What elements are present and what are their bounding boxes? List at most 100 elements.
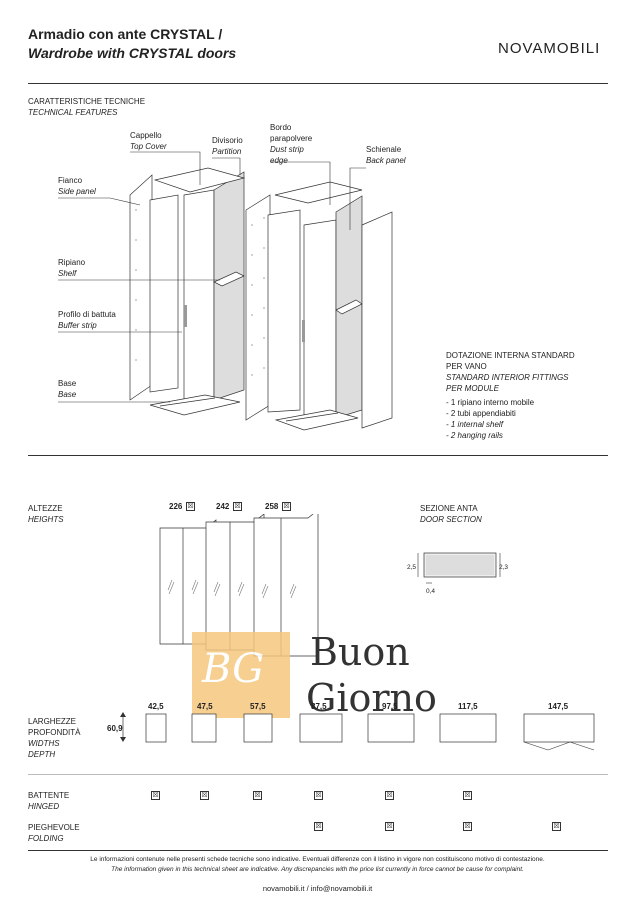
handle-left — [184, 305, 187, 327]
hinged-87-5-checkbox[interactable]: ☒ — [314, 791, 323, 800]
partition — [245, 194, 271, 421]
label-side-panel: Fianco Side panel — [58, 175, 96, 197]
footer-contacts[interactable]: novamobili.it / info@novamobili.it — [262, 884, 373, 893]
watermark-monogram: BG — [202, 646, 265, 692]
brand-logo: NOVAMOBILI — [498, 40, 601, 57]
width-87-5: 87,5 — [311, 702, 327, 711]
label-buffer-strip: Profilo di battuta Buffer strip — [58, 309, 116, 331]
door-dim-bottom: 0,4 — [426, 588, 436, 595]
door-section-heading-it: SEZIONE ANTA — [420, 504, 478, 513]
fittings-item: - 1 internal shelf — [446, 420, 503, 429]
footer-note-it: Le informazioni contenute nelle presenti… — [90, 856, 545, 863]
hinged-42-5-checkbox[interactable]: ☒ — [151, 791, 160, 800]
top-cover-left — [153, 167, 246, 193]
heights-illustration — [159, 514, 319, 657]
label-base: Base Base — [58, 378, 76, 400]
features-heading: CARATTERISTICHE TECNICHE TECHNICAL FEATU… — [28, 96, 145, 118]
widths-divider — [28, 774, 608, 775]
label-shelf-it: Ripiano — [58, 258, 86, 267]
fittings-heading-it-2: PER VANO — [446, 362, 487, 371]
height-242-checkbox[interactable]: ☒ — [233, 502, 242, 511]
label-side-panel-en: Side panel — [58, 187, 96, 196]
hinged-label: BATTENTE HINGED — [28, 790, 69, 812]
hinged-57-5-checkbox[interactable]: ☒ — [253, 791, 262, 800]
side-panel-left — [129, 174, 153, 401]
features-heading-it: CARATTERISTICHE TECNICHE — [28, 97, 146, 106]
folding-97-5-checkbox[interactable]: ☒ — [385, 822, 394, 831]
widths-heading: LARGHEZZE PROFONDITÀ WIDTHS DEPTH — [28, 716, 80, 760]
hinged-label-en: HINGED — [28, 802, 60, 811]
height-226-checkbox[interactable]: ☒ — [186, 502, 195, 511]
label-partition: Divisorio Partition — [212, 135, 243, 157]
fittings-item: - 2 hanging rails — [446, 431, 503, 440]
label-buffer-strip-en: Buffer strip — [58, 321, 97, 330]
label-shelf-en: Shelf — [58, 269, 77, 278]
door-dim-left: 2,5 — [407, 564, 417, 571]
heights-heading-it: ALTEZZE — [28, 504, 63, 513]
door-dim-right: 2,3 — [499, 564, 509, 571]
widths-label-en-1: WIDTHS — [28, 739, 60, 748]
fittings-list: - 1 ripiano interno mobile - 2 tubi appe… — [446, 397, 534, 441]
hinged-47-5-checkbox[interactable]: ☒ — [200, 791, 209, 800]
folding-117-5-checkbox[interactable]: ☒ — [463, 822, 472, 831]
fittings-heading-en-1: STANDARD INTERIOR FITTINGS — [446, 373, 569, 382]
left-door-1 — [149, 194, 179, 393]
label-top-cover-en: Top Cover — [130, 142, 167, 151]
features-heading-en: TECHNICAL FEATURES — [28, 108, 118, 117]
label-top-cover-it: Cappello — [130, 131, 162, 140]
label-top-cover: Cappello Top Cover — [130, 130, 167, 152]
base-left — [149, 394, 241, 416]
depth-value: 60,9 — [107, 724, 123, 733]
door-section-heading: SEZIONE ANTA DOOR SECTION — [420, 503, 482, 525]
label-shelf: Ripiano Shelf — [58, 257, 85, 279]
fittings-item: - 2 tubi appendiabiti — [446, 409, 516, 418]
depth-arrow — [120, 712, 126, 742]
footer-divider — [28, 850, 608, 851]
fittings-heading-it-1: DOTAZIONE INTERNA STANDARD — [446, 351, 575, 360]
label-dust-strip-it-2: parapolvere — [270, 134, 313, 143]
label-buffer-strip-it: Profilo di battuta — [58, 310, 116, 319]
hinged-97-5-checkbox[interactable]: ☒ — [385, 791, 394, 800]
folding-label-en: FOLDING — [28, 834, 64, 843]
right-door-1 — [267, 209, 301, 413]
width-plan-drawings — [145, 713, 595, 751]
width-47-5: 47,5 — [197, 702, 213, 711]
watermark-logo: BG — [192, 632, 290, 718]
hinged-117-5-checkbox[interactable]: ☒ — [463, 791, 472, 800]
label-dust-strip-en-2: edge — [270, 156, 288, 165]
label-base-en: Base — [58, 390, 77, 399]
shelf — [213, 271, 245, 287]
width-42-5: 42,5 — [148, 702, 164, 711]
exploded-wardrobe-diagram — [58, 151, 393, 431]
folding-147-5-checkbox[interactable]: ☒ — [552, 822, 561, 831]
label-side-panel-it: Fianco — [58, 176, 83, 185]
right-door-2 — [303, 219, 337, 421]
height-258: 258 — [265, 502, 279, 511]
fittings-item: - 1 ripiano interno mobile — [446, 398, 535, 407]
back-panel-left — [213, 171, 245, 401]
footer-note-en: The information given in this technical … — [111, 866, 524, 873]
hinged-label-it: BATTENTE — [28, 791, 70, 800]
fittings-block: DOTAZIONE INTERNA STANDARD PER VANO STAN… — [446, 350, 575, 394]
left-door-2 — [183, 189, 215, 413]
height-258-checkbox[interactable]: ☒ — [282, 502, 291, 511]
width-147-5: 147,5 — [548, 702, 569, 711]
label-back-panel-en: Back panel — [366, 156, 406, 165]
fittings-heading-en-2: PER MODULE — [446, 384, 499, 393]
label-dust-strip: Bordo parapolvere Dust strip edge — [270, 122, 312, 166]
base-right — [274, 409, 359, 431]
widths-label-it-1: LARGHEZZE — [28, 717, 77, 726]
heights-heading: ALTEZZE HEIGHTS — [28, 503, 64, 525]
width-97-5: 97,5 — [382, 702, 398, 711]
height-242: 242 — [216, 502, 230, 511]
label-dust-strip-it-1: Bordo — [270, 123, 292, 132]
panel-holes — [135, 209, 265, 376]
folding-87-5-checkbox[interactable]: ☒ — [314, 822, 323, 831]
width-57-5: 57,5 — [250, 702, 266, 711]
section-divider — [28, 455, 608, 456]
folding-label: PIEGHEVOLE FOLDING — [28, 822, 80, 844]
label-dust-strip-en-1: Dust strip — [270, 145, 304, 154]
width-117-5: 117,5 — [458, 702, 478, 711]
callout-lines — [58, 151, 366, 403]
label-back-panel: Schienale Back panel — [366, 144, 406, 166]
